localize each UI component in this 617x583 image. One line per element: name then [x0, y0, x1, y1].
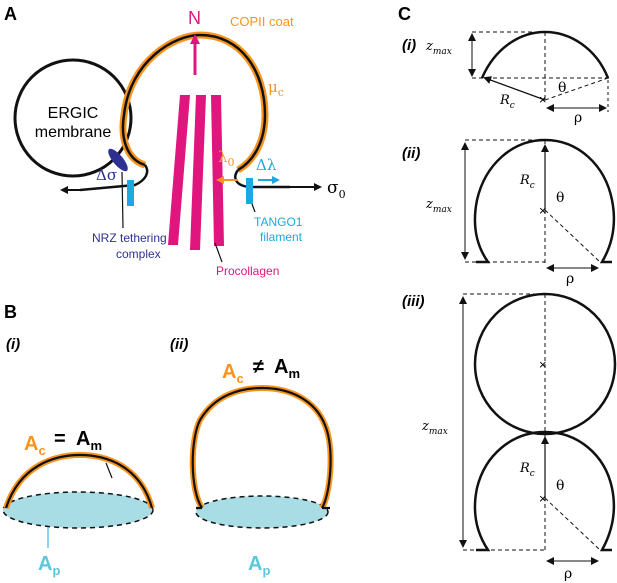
panel-a: A ERGIC membrane N COPII coat μc NRZ tet…: [4, 4, 346, 278]
panel-c-i-label: (i): [402, 37, 416, 54]
procollagen-rod-3: [211, 95, 224, 246]
rc-radius-i: [483, 76, 546, 101]
panel-c-ii-label: (ii): [402, 145, 420, 162]
dlambda-label: Δλ: [256, 156, 277, 174]
mu-c-label: μc: [268, 78, 284, 99]
zmax-label-i: zmax: [425, 39, 452, 57]
tango1-filament-right: [246, 178, 253, 204]
procollagen-label: Procollagen: [216, 264, 279, 278]
nrz-label-line1: NRZ tethering: [92, 231, 167, 245]
tango1-label-line2: filament: [260, 230, 303, 244]
sigma0-label: σ0: [327, 178, 346, 201]
panel-b-i-label: (i): [6, 336, 20, 353]
ap-label-ii: Ap: [248, 553, 270, 578]
theta-label-i: θ: [558, 80, 566, 96]
eq-sign: =: [54, 428, 66, 450]
ergic-label-line1: ERGIC: [48, 105, 99, 122]
ergic-membrane: [13, 58, 133, 178]
tango1-leader-line: [251, 203, 256, 213]
panel-b-ii-label: (ii): [170, 336, 188, 353]
ergic-label-line2: membrane: [35, 124, 112, 141]
panel-c-letter: C: [398, 4, 411, 24]
theta-label-ii: θ: [556, 190, 564, 206]
copii-coat-label: COPII coat: [230, 14, 294, 29]
rho-label-ii: ρ: [566, 271, 574, 287]
panel-b-letter: B: [4, 302, 17, 322]
lower-bud-iii: [473, 430, 616, 552]
tango1-filament-left: [127, 180, 134, 206]
dsigma-label: Δσ: [96, 166, 117, 184]
procollagen-rod-1: [168, 95, 190, 245]
center-mark-ii: ×: [539, 203, 547, 218]
nrz-leader-line: [121, 171, 124, 229]
membrane-cap-i: [4, 453, 154, 509]
membrane-bud-ii: [191, 386, 332, 509]
force-n-label: N: [188, 8, 201, 28]
base-area-i: [2, 491, 154, 529]
panel-c-iii-label: (iii): [402, 293, 425, 310]
theta-label-iii: θ: [556, 478, 564, 494]
procollagen-leader-line: [214, 242, 223, 263]
panel-b: B (i) (ii) Ac = Am Ap Ac ≠ Am Ap: [2, 302, 334, 578]
lambda0-label: λ0: [218, 148, 235, 169]
ac-label-ii: Ac: [222, 361, 244, 386]
am-leader-i: [105, 462, 113, 479]
rc-label-i: Rc: [499, 93, 515, 111]
panel-c: C (i) zmax Rc θ × ρ (ii) zmax Rc θ × ρ (…: [398, 4, 617, 582]
rho-label-iii: ρ: [564, 566, 572, 582]
theta-ray-iii: [544, 497, 601, 551]
base-area-ii: [195, 495, 329, 529]
bud-membrane: [121, 33, 267, 172]
coat-bud-ii: [189, 384, 334, 510]
zmax-label-iii: zmax: [421, 419, 448, 437]
ap-label-i: Ap: [38, 553, 60, 578]
rc-label-iii: Rc: [519, 461, 535, 479]
theta-ray-i: [544, 77, 609, 101]
center-mark-i: ×: [539, 92, 547, 107]
er-membrane-left: [79, 164, 149, 192]
theta-ray-ii: [544, 209, 601, 263]
center-mark-iii-lower: ×: [539, 491, 547, 506]
am-label-i: Am: [76, 428, 102, 453]
ac-label-i: Ac: [24, 433, 46, 458]
panel-a-letter: A: [4, 4, 17, 24]
nrz-label-line2: complex: [116, 247, 161, 261]
nrz-complex: [108, 148, 128, 172]
am-label-ii: Am: [274, 356, 300, 381]
zmax-label-ii: zmax: [425, 197, 452, 215]
rho-label-i: ρ: [574, 110, 582, 126]
procollagen-rod-2: [190, 95, 206, 250]
rc-label-ii: Rc: [519, 173, 535, 191]
neq-sign: ≠: [253, 356, 264, 378]
tango1-label-line1: TANGO1: [254, 215, 303, 229]
center-mark-iii-upper: ×: [539, 357, 547, 372]
